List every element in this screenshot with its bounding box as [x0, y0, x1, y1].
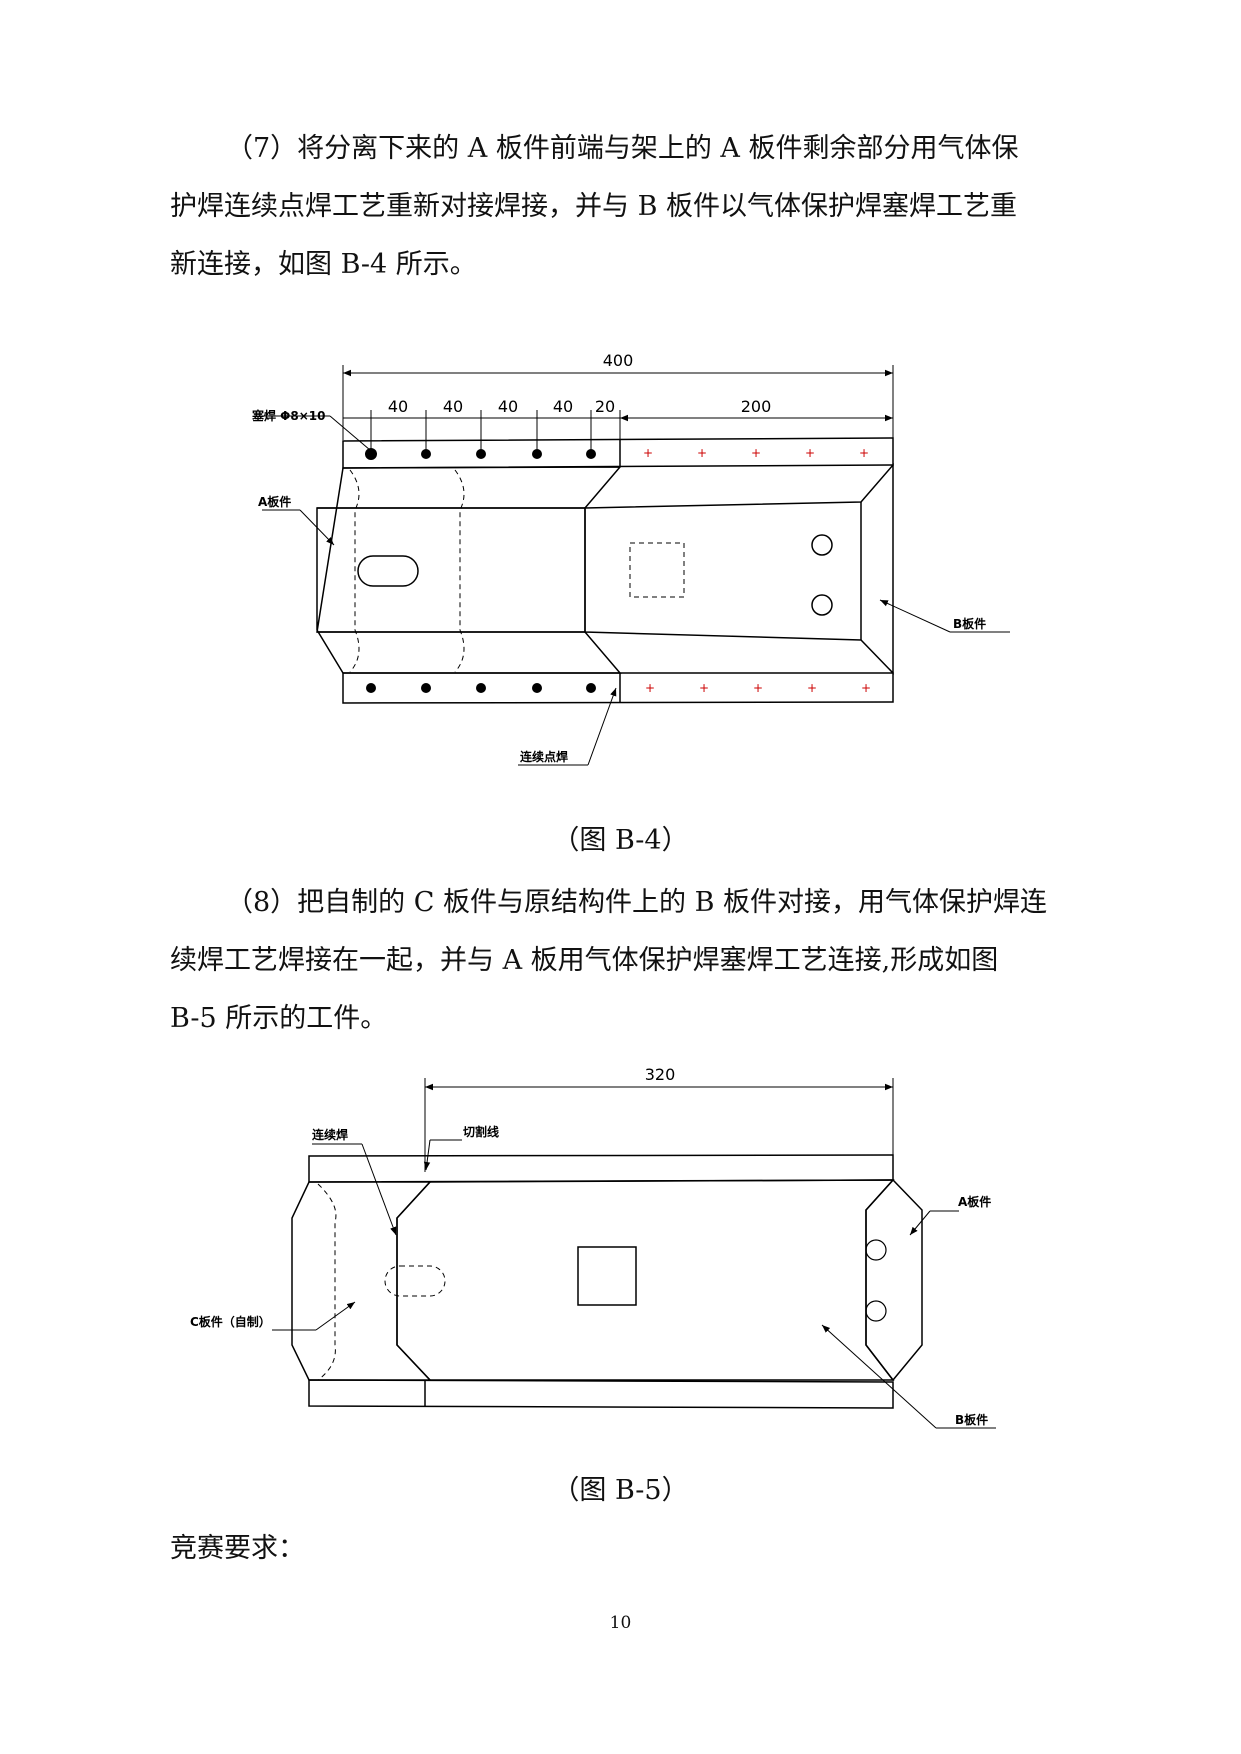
figure-b5-caption: （图 B-5） — [552, 1475, 689, 1506]
para7-line1: （7）将分离下来的 A 板件前端与架上的 A 板件剩余部分用气体保 — [226, 133, 1019, 164]
b5-label-cont-weld: 连续焊 — [312, 1127, 348, 1142]
b5-dim-total: 320 — [645, 1065, 676, 1084]
requirements-heading: 竞赛要求： — [170, 1533, 305, 1564]
b5-label-b-part: B板件 — [955, 1412, 988, 1427]
para8-line3: B-5 所示的工件。 — [170, 1003, 388, 1034]
b4-label-b-part: B板件 — [953, 616, 986, 631]
svg-text:+: + — [751, 446, 761, 460]
svg-text:+: + — [753, 681, 763, 695]
figure-b4-caption: （图 B-4） — [552, 825, 689, 856]
b4-label-plug-weld: 塞焊 Φ8×10 — [252, 408, 325, 423]
para8-line1: （8）把自制的 C 板件与原结构件上的 B 板件对接，用气体保护焊连 — [226, 887, 1048, 918]
para7-line3: 新连接，如图 B-4 所示。 — [170, 249, 477, 280]
b4-dim-4: 40 — [553, 397, 573, 416]
svg-text:+: + — [805, 446, 815, 460]
b4-dim-total: 400 — [603, 351, 634, 370]
svg-text:+: + — [861, 681, 871, 695]
b4-dim-5: 20 — [595, 397, 615, 416]
paragraph-step-7: （7）将分离下来的 A 板件前端与架上的 A 板件剩余部分用气体保 护焊连续点焊… — [170, 120, 1070, 294]
page-number: 10 — [609, 1613, 632, 1633]
para8-line2: 续焊工艺焊接在一起，并与 A 板用气体保护焊塞焊工艺连接,形成如图 — [170, 945, 999, 976]
b4-dim-3: 40 — [498, 397, 518, 416]
para7-line2: 护焊连续点焊工艺重新对接焊接，并与 B 板件以气体保护焊塞焊工艺重 — [170, 191, 1018, 222]
paragraph-step-8: （8）把自制的 C 板件与原结构件上的 B 板件对接，用气体保护焊连 续焊工艺焊… — [170, 874, 1070, 1048]
b5-label-cut-line: 切割线 — [463, 1124, 499, 1139]
b4-dim-1: 40 — [388, 397, 408, 416]
b4-dim-6: 200 — [741, 397, 772, 416]
b5-label-c-part: C板件（自制） — [190, 1314, 271, 1329]
b4-dim-2: 40 — [443, 397, 463, 416]
svg-text:+: + — [807, 681, 817, 695]
figure-b4-diagram: + + + + + + + + + + 400 40 40 40 40 20 200 塞焊 Φ8… — [252, 351, 1010, 766]
svg-text:+: + — [645, 681, 655, 695]
svg-text:+: + — [643, 446, 653, 460]
b4-label-a-part: A板件 — [258, 494, 291, 509]
svg-text:+: + — [699, 681, 709, 695]
b5-label-a-part: A板件 — [958, 1194, 991, 1209]
svg-text:+: + — [859, 446, 869, 460]
svg-text:+: + — [697, 446, 707, 460]
b4-label-spot-weld: 连续点焊 — [520, 749, 568, 764]
